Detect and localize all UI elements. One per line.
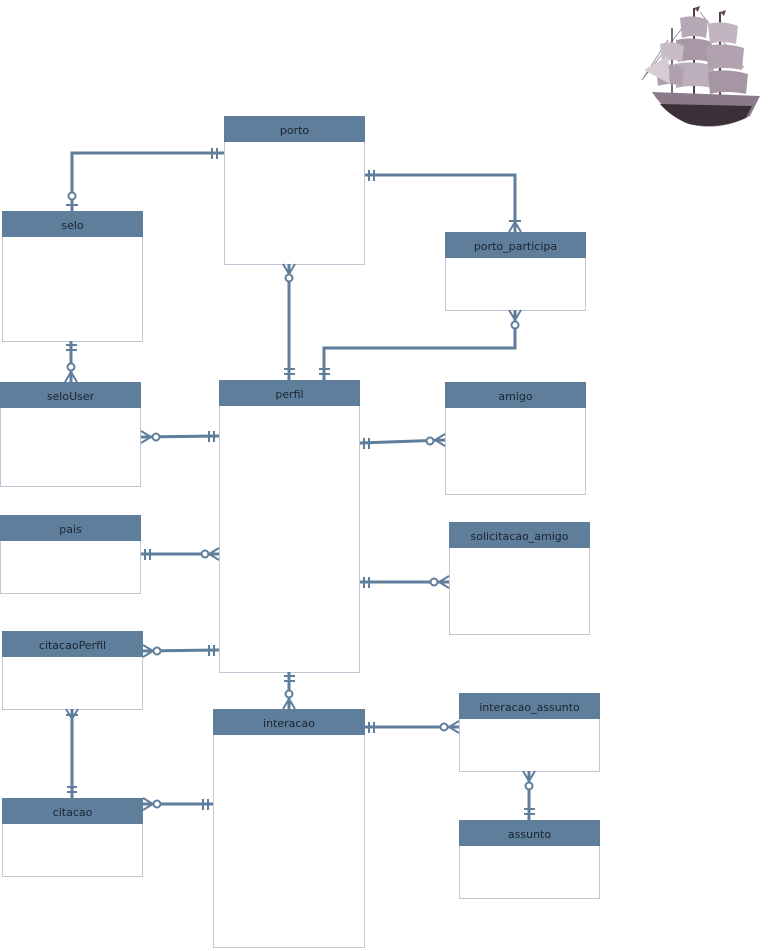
entity-title: citacao	[53, 806, 93, 819]
relationship-citacao-perfil-citacao	[65, 708, 79, 798]
entity-perfil[interactable]: perfil	[219, 380, 360, 673]
relationship-perfil-solicitacao-amigo	[360, 575, 450, 589]
entity-title: assunto	[508, 828, 551, 841]
relationship-interacao-interacao-assunto	[365, 720, 460, 734]
entity-interacao[interactable]: interacao	[213, 709, 365, 948]
entity-interacao-assunto[interactable]: interacao_assunto	[459, 693, 600, 772]
entity-selo-user[interactable]: seloUser	[0, 382, 141, 487]
relationship-pais-perfil	[141, 547, 220, 561]
relationship-citacao-interacao	[142, 797, 213, 811]
entity-title: porto_participa	[474, 240, 557, 253]
entity-citacao[interactable]: citacao	[2, 798, 143, 877]
entity-amigo[interactable]: amigo	[445, 382, 586, 495]
entity-porto-participa[interactable]: porto_participa	[445, 232, 586, 311]
entity-title: seloUser	[47, 390, 95, 403]
entity-title: citacaoPerfil	[39, 639, 106, 652]
sailing-ship-logo	[641, 6, 760, 127]
relationship-porto-selo	[66, 148, 224, 211]
entity-title: selo	[61, 219, 84, 232]
entity-title: perfil	[275, 388, 303, 401]
relationship-porto-participa-perfil	[319, 309, 522, 380]
relationship-citacao-perfil-perfil	[142, 644, 220, 658]
entity-porto[interactable]: porto	[224, 116, 365, 265]
entity-title: interacao_assunto	[479, 701, 580, 714]
relationship-porto-perfil	[282, 263, 296, 380]
entity-selo[interactable]: selo	[2, 211, 143, 342]
relationship-perfil-interacao	[282, 672, 296, 710]
entity-solicitacao-amigo[interactable]: solicitacao_amigo	[449, 522, 590, 635]
relationship-selo-selo-user	[64, 341, 78, 383]
entity-assunto[interactable]: assunto	[459, 820, 600, 899]
relationship-perfil-amigo	[359, 433, 446, 449]
entity-title: porto	[280, 124, 310, 137]
relationship-selo-user-perfil	[140, 430, 220, 444]
entity-citacao-perfil[interactable]: citacaoPerfil	[2, 631, 143, 710]
entity-title: interacao	[263, 717, 315, 730]
relationship-porto-porto-participa	[365, 170, 522, 233]
entity-title: pais	[59, 523, 82, 536]
entity-title: solicitacao_amigo	[471, 530, 569, 543]
entity-title: amigo	[498, 390, 532, 403]
relationship-interacao-assunto-assunto	[522, 770, 536, 820]
entity-pais[interactable]: pais	[0, 515, 141, 594]
